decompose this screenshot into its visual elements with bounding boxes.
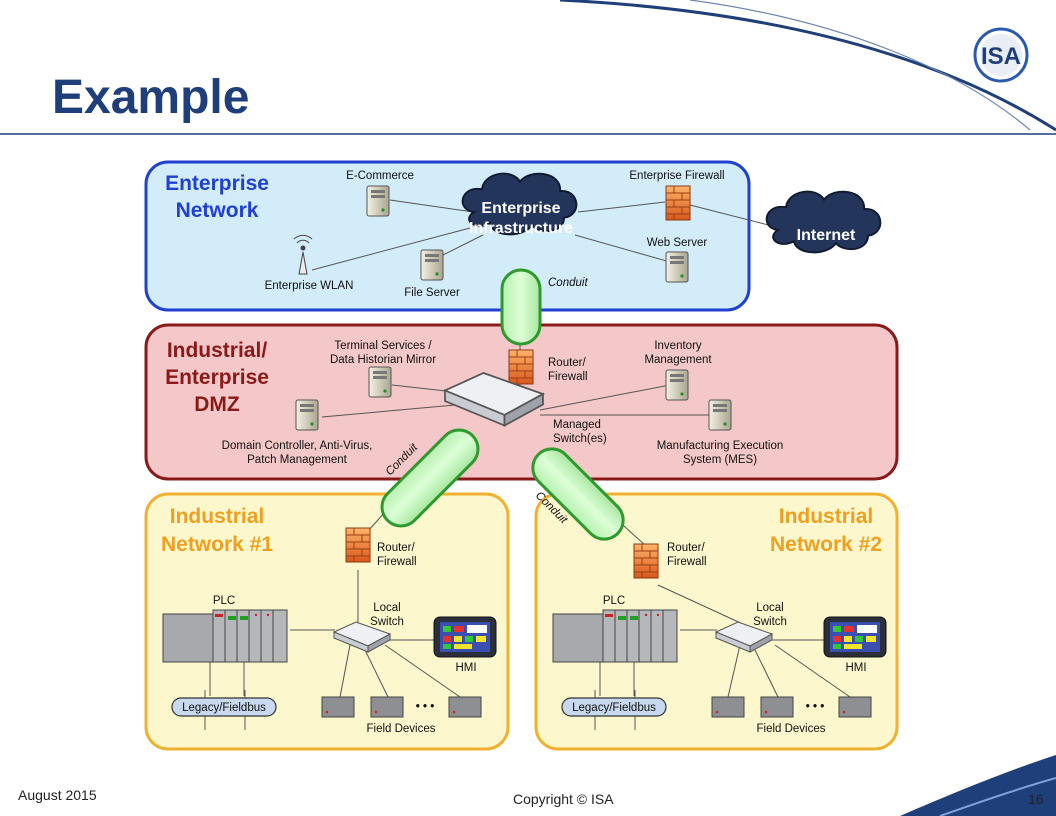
svg-text:Enterprise: Enterprise bbox=[165, 366, 269, 389]
enterprise-firewall-label: Enterprise Firewall bbox=[629, 170, 724, 182]
managed-switch-label-2: Switch(es) bbox=[553, 433, 607, 445]
inventory-label-2: Management bbox=[644, 354, 712, 366]
internet-label: Internet bbox=[797, 227, 856, 244]
slide-title: Example bbox=[52, 71, 250, 124]
enterprise-infrastructure-label: Enterprise bbox=[481, 200, 560, 217]
industrial-2-field-device-icon bbox=[760, 696, 794, 718]
footer-date: August 2015 bbox=[18, 787, 97, 803]
svg-text:Industrial/: Industrial/ bbox=[167, 339, 268, 362]
inventory-server-icon bbox=[665, 369, 689, 401]
svg-text:ISA: ISA bbox=[981, 43, 1021, 70]
dmz-router-label-2: Firewall bbox=[548, 371, 588, 383]
industrial-1-field-device-icon bbox=[370, 696, 404, 718]
dmz-zone-title: Industrial/ Enterprise DMZ bbox=[165, 339, 269, 416]
domain-controller-label-2: Patch Management bbox=[247, 454, 348, 466]
enterprise-zone bbox=[144, 160, 751, 312]
enterprise-infrastructure-label-2: Infrastructure bbox=[469, 220, 573, 237]
industrial-1-ellipsis: • • • bbox=[416, 701, 434, 713]
industrial-2-field-device-icon bbox=[838, 696, 872, 718]
dmz-router-firewall-icon bbox=[508, 349, 534, 385]
web-server-label: Web Server bbox=[647, 237, 708, 249]
ecommerce-label: E-Commerce bbox=[346, 170, 414, 182]
industrial-1-plc-icon bbox=[162, 609, 288, 663]
ecommerce-server-icon bbox=[366, 185, 390, 217]
svg-text:Enterprise: Enterprise bbox=[165, 172, 269, 195]
terminal-services-server-icon bbox=[368, 366, 392, 398]
industrial-1-switch-label-2: Switch bbox=[370, 616, 404, 628]
industrial-2-ellipsis: • • • bbox=[806, 701, 824, 713]
industrial-2-field-device-icon bbox=[711, 696, 745, 718]
web-server-icon bbox=[665, 251, 689, 283]
mes-server-icon bbox=[708, 399, 732, 431]
industrial-2-switch-label-2: Switch bbox=[753, 616, 787, 628]
industrial-1-router-label: Router/ bbox=[377, 542, 416, 554]
file-server-icon bbox=[420, 249, 444, 281]
terminal-services-label-2: Data Historian Mirror bbox=[330, 354, 436, 366]
industrial-2-router-label-2: Firewall bbox=[667, 556, 707, 568]
industrial-1-plc-label: PLC bbox=[213, 595, 235, 607]
svg-text:Network #2: Network #2 bbox=[770, 533, 882, 556]
enterprise-firewall-icon bbox=[665, 185, 691, 221]
footer-page-number: 16 bbox=[1028, 791, 1044, 807]
industrial-1-switch-label: Local bbox=[373, 602, 401, 614]
industrial-network-2-zone bbox=[534, 492, 899, 751]
footer-swoosh bbox=[900, 755, 1056, 816]
industrial-2-fieldbus: Legacy/Fieldbus bbox=[561, 697, 667, 717]
industrial-2-plc-label: PLC bbox=[603, 595, 625, 607]
dmz-router-label: Router/ bbox=[548, 357, 587, 369]
industrial-1-field-device-icon bbox=[448, 696, 482, 718]
industrial-1-field-devices-label: Field Devices bbox=[366, 723, 435, 735]
svg-text:Network #1: Network #1 bbox=[161, 533, 273, 556]
svg-text:DMZ: DMZ bbox=[194, 393, 240, 416]
industrial-1-hmi-label: HMI bbox=[455, 662, 476, 674]
conduit-dmz-industrial-1 bbox=[380, 428, 480, 528]
conduit-label-top: Conduit bbox=[548, 277, 588, 289]
file-server-label: File Server bbox=[404, 287, 460, 299]
svg-text:Industrial: Industrial bbox=[779, 505, 874, 528]
industrial-2-hmi-icon bbox=[823, 616, 887, 658]
managed-switch-label: Managed bbox=[553, 419, 601, 431]
header-swoosh bbox=[0, 0, 1056, 135]
footer-copyright: Copyright © ISA bbox=[513, 791, 614, 807]
industrial-1-fieldbus: Legacy/Fieldbus bbox=[171, 697, 277, 717]
industrial-2-field-devices-label: Field Devices bbox=[756, 723, 825, 735]
conduit-dmz-industrial-2 bbox=[531, 447, 625, 541]
svg-text:Network: Network bbox=[176, 199, 259, 222]
svg-text:Legacy/Fieldbus: Legacy/Fieldbus bbox=[182, 702, 266, 714]
domain-controller-label: Domain Controller, Anti-Virus, bbox=[222, 440, 373, 452]
industrial-1-hmi-icon bbox=[433, 616, 497, 658]
industrial-1-router-firewall-icon bbox=[345, 527, 371, 563]
conduit-enterprise-dmz bbox=[500, 268, 542, 346]
industrial-2-hmi-label: HMI bbox=[845, 662, 866, 674]
inventory-label: Inventory bbox=[654, 340, 702, 352]
wlan-label: Enterprise WLAN bbox=[265, 280, 354, 292]
industrial-1-field-device-icon bbox=[321, 696, 355, 718]
industrial-2-router-firewall-icon bbox=[633, 543, 659, 579]
industrial-2-router-label: Router/ bbox=[667, 542, 706, 554]
industrial-1-router-label-2: Firewall bbox=[377, 556, 417, 568]
terminal-services-label: Terminal Services / bbox=[334, 340, 432, 352]
svg-text:Legacy/Fieldbus: Legacy/Fieldbus bbox=[572, 702, 656, 714]
industrial-2-plc-icon bbox=[552, 609, 678, 663]
isa-logo: ISA bbox=[973, 27, 1029, 83]
industrial-2-zone-title: Industrial Network #2 bbox=[770, 505, 882, 556]
svg-text:Industrial: Industrial bbox=[170, 505, 265, 528]
industrial-1-zone-title: Industrial Network #1 bbox=[161, 505, 273, 556]
enterprise-zone-title: Enterprise Network bbox=[165, 172, 269, 222]
domain-controller-server-icon bbox=[295, 399, 319, 431]
mes-label: Manufacturing Execution bbox=[657, 440, 784, 452]
industrial-2-switch-label: Local bbox=[756, 602, 784, 614]
industrial-network-1-zone bbox=[144, 492, 510, 751]
wlan-antenna-icon bbox=[293, 234, 313, 275]
mes-label-2: System (MES) bbox=[683, 454, 757, 466]
